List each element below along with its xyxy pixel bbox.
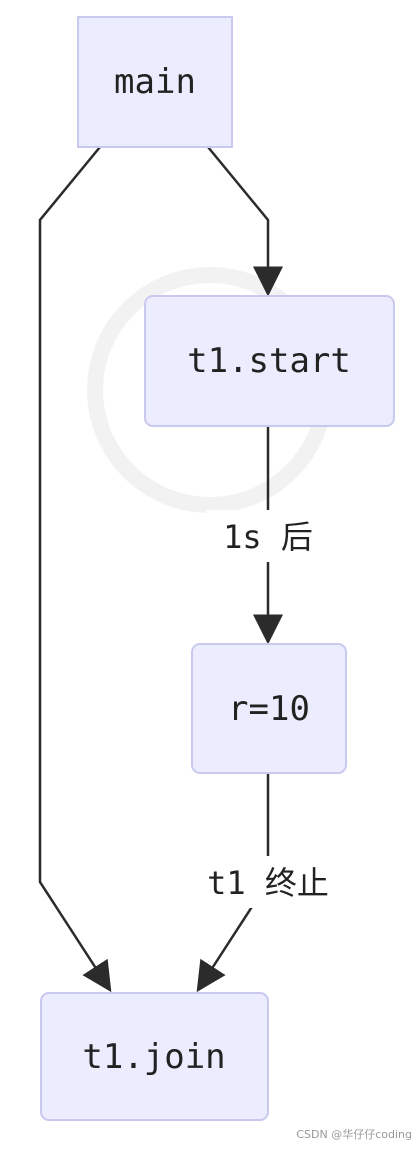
node-main: main xyxy=(77,16,233,148)
edge-label-1s-later: 1s 后 xyxy=(206,510,330,562)
edge-label-text: t1 终止 xyxy=(207,864,329,902)
node-label: r=10 xyxy=(228,689,310,729)
edge-label-t1-terminated: t1 终止 xyxy=(184,856,352,908)
node-label: t1.join xyxy=(82,1037,225,1077)
edge-main-to-join xyxy=(38,146,112,993)
node-label: main xyxy=(114,62,196,102)
edge-main-to-start xyxy=(207,146,283,297)
node-t1-start: t1.start xyxy=(144,295,395,427)
node-label: t1.start xyxy=(187,341,351,381)
edge-label-text: 1s 后 xyxy=(223,518,313,556)
node-t1-join: t1.join xyxy=(40,992,269,1121)
csdn-watermark: CSDN @华仔仔coding xyxy=(296,1127,412,1141)
node-r-10: r=10 xyxy=(191,643,347,774)
